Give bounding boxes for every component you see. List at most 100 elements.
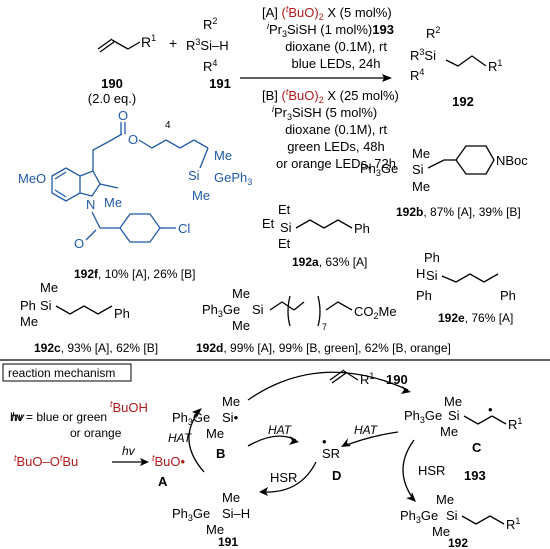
svg-text:Si: Si (448, 408, 460, 423)
svg-text:192: 192 (448, 536, 468, 549)
svg-text:iPr3SiSH (1 mol%)193: iPr3SiSH (1 mol%)193 (267, 21, 394, 39)
svg-text:green LEDs, 48h: green LEDs, 48h (287, 139, 385, 154)
svg-text:192b, 87% [A], 39% [B]: 192b, 87% [A], 39% [B] (396, 205, 521, 219)
mechanism-title-box: reaction mechanism (2, 363, 132, 382)
svg-text:Me: Me (440, 424, 458, 439)
svg-text:HSR: HSR (270, 470, 297, 485)
svg-text:192f, 10% [A], 26% [B]: 192f, 10% [A], 26% [B] (74, 267, 195, 281)
plus-sign: + (169, 35, 177, 51)
svg-text:Si: Si (280, 220, 292, 235)
svg-text:dioxane (0.1M), rt: dioxane (0.1M), rt (285, 39, 387, 54)
svg-text:or orange: or orange (70, 426, 122, 440)
svg-text:191: 191 (218, 535, 238, 549)
svg-text:HAT: HAT (268, 423, 293, 437)
svg-text:Me: Me (20, 314, 38, 329)
svg-text:Me: Me (232, 318, 250, 333)
svg-text:reaction mechanism: reaction mechanism (8, 366, 115, 380)
silane-191-structure: R2 R3Si–H R4 191 (186, 16, 231, 91)
svg-text:Me: Me (206, 426, 224, 441)
svg-text:O: O (128, 132, 138, 147)
svg-text:Ph3Ge: Ph3Ge (400, 508, 438, 525)
mech-hsr-left: HSR (259, 461, 317, 496)
svg-text:R3Si–H: R3Si–H (186, 37, 229, 53)
svg-text:Me: Me (222, 490, 240, 505)
svg-text:or orange LEDs, 72h: or orange LEDs, 72h (276, 156, 396, 171)
mech-label-a: A (158, 474, 168, 489)
svg-text:Me: Me (214, 148, 232, 163)
example-192b: Ph3Ge Me Si Me NBoc 192b, 87% [A], 39% [… (360, 145, 528, 219)
svg-text:•: • (322, 434, 327, 449)
mech-hv-legend: hvhv = blue or green or orange (10, 410, 122, 440)
svg-text:hv: hv (122, 444, 136, 458)
svg-text:Me: Me (104, 195, 122, 210)
product-id: 192 (452, 94, 474, 109)
main-reaction-arrow (240, 74, 392, 82)
svg-text:blue LEDs, 24h: blue LEDs, 24h (292, 56, 381, 71)
svg-text:Et: Et (262, 216, 275, 231)
svg-text:hvhv = blue or green: hvhv = blue or green (10, 410, 107, 424)
mech-hv-arrow: hv (112, 444, 149, 466)
silane-id: 191 (209, 76, 231, 91)
svg-text:[A] (tBuO)2 X (5 mol%): [A] (tBuO)2 X (5 mol%) (262, 4, 392, 22)
svg-text:4: 4 (165, 120, 171, 131)
svg-text:R1: R1 (506, 516, 520, 532)
svg-text:Ph: Ph (424, 250, 440, 265)
alkene-190-structure: R1 190 (2.0 eq.) (88, 33, 156, 106)
svg-text:Ph3Ge: Ph3Ge (172, 410, 210, 427)
svg-text:iPr3SiSH (5 mol%): iPr3SiSH (5 mol%) (272, 104, 377, 122)
svg-text:R1: R1 (141, 33, 156, 50)
svg-text:193: 193 (464, 468, 486, 483)
conditions-a: [A] (tBuO)2 X (5 mol%) iPr3SiSH (1 mol%)… (262, 4, 394, 71)
svg-text:Me: Me (436, 492, 454, 507)
svg-text:R2: R2 (203, 16, 217, 32)
svg-text:Me: Me (444, 394, 462, 409)
example-192c: Me Ph Si Me Ph 192c, 93% [A], 62% [B] (20, 280, 158, 355)
mech-hat-arc-left: HAT (168, 408, 205, 473)
svg-text:MeO: MeO (18, 171, 46, 186)
mech-silyl-radical-b: Me Ph3Ge Si• Me B (172, 394, 240, 461)
svg-text:Si: Si (188, 168, 200, 183)
svg-text:Ph: Ph (416, 288, 432, 303)
svg-text:Me: Me (412, 179, 430, 194)
svg-text:Ph: Ph (500, 288, 516, 303)
example-192f: MeO Me N O O 4 Me Si GePh3 Me O Cl 192f,… (18, 108, 252, 281)
svg-text:NBoc: NBoc (496, 153, 528, 168)
svg-text:Si: Si (412, 162, 424, 177)
example-192d: Me Ph3Ge Si Me 7 CO2Me 192d, 99% [A], 99… (196, 286, 451, 355)
svg-text:R4: R4 (410, 67, 424, 83)
svg-text:SR: SR (322, 446, 340, 461)
mech-hat-center: HAT HAT • SR D (247, 423, 399, 483)
svg-text:Si: Si (40, 298, 52, 313)
svg-text:Me: Me (222, 394, 240, 409)
mech-label-b: B (216, 446, 225, 461)
svg-text:Si•: Si• (222, 410, 239, 425)
alkene-equivalents: (2.0 eq.) (88, 91, 136, 106)
svg-text:H: H (416, 266, 425, 281)
svg-text:Ph3Ge: Ph3Ge (360, 161, 398, 178)
svg-text:Ph: Ph (20, 298, 36, 313)
svg-text:R3Si: R3Si (410, 47, 436, 63)
alkene-r-sup: 1 (151, 33, 156, 43)
svg-text:192e, 76% [A]: 192e, 76% [A] (438, 311, 513, 325)
svg-text:R1: R1 (360, 371, 374, 387)
svg-text:Si: Si (252, 302, 264, 317)
svg-text:Ph3Ge: Ph3Ge (404, 408, 442, 425)
svg-text:HAT: HAT (168, 431, 193, 445)
conditions-b: [B] (tBuO)2 X (25 mol%) iPr3SiSH (5 mol%… (262, 87, 399, 171)
svg-text:O: O (74, 236, 84, 251)
mech-label-c: C (472, 440, 482, 455)
svg-text:GePh3: GePh3 (214, 170, 252, 187)
svg-text:Et: Et (278, 236, 291, 251)
mech-peroxide: tBuO–OtBu (14, 453, 78, 469)
svg-text:Me: Me (40, 280, 58, 295)
svg-text:R4: R4 (203, 58, 217, 74)
svg-text:R1: R1 (488, 58, 502, 74)
svg-text:R2: R2 (426, 25, 440, 41)
svg-text:•: • (488, 402, 493, 417)
alkene-id: 190 (101, 76, 123, 91)
svg-text:HSR: HSR (418, 463, 445, 478)
svg-text:Ph: Ph (114, 306, 130, 321)
svg-text:Me: Me (232, 286, 250, 301)
